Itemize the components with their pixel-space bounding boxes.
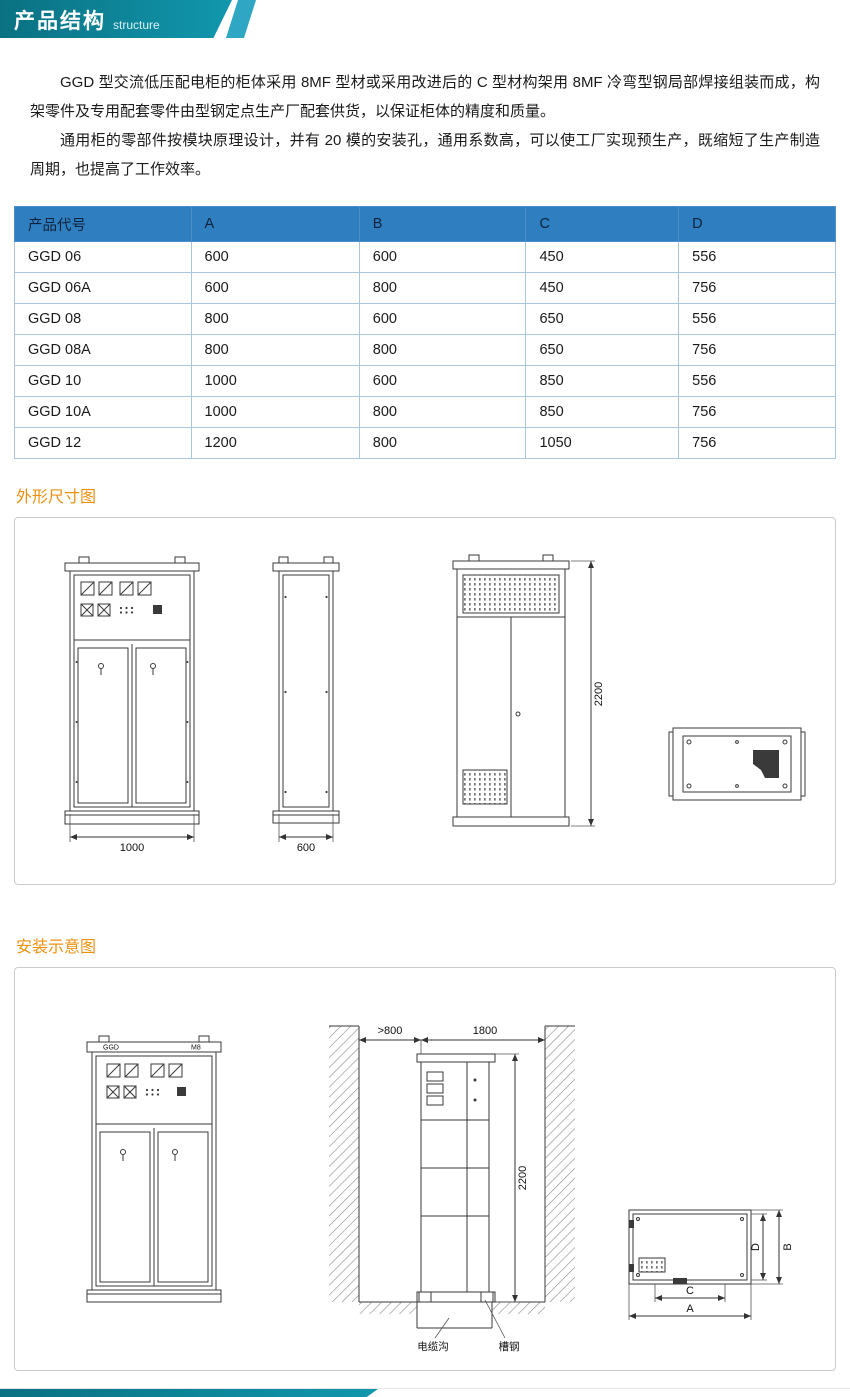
table-cell: GGD 08 (14, 303, 192, 335)
install-front-view-drawing: GGD M8 (86, 1035, 222, 1303)
table-cell: 1000 (190, 365, 360, 397)
outline-rear-view-drawing: 2200 (452, 554, 605, 827)
table-cell: 450 (525, 241, 680, 273)
table-cell: 556 (678, 365, 836, 397)
table-row: GGD 10A 1000 800 850 756 (14, 396, 836, 428)
dim-d: D (750, 1243, 762, 1251)
table-cell: 600 (190, 272, 360, 304)
table-cell: 850 (525, 396, 680, 428)
product-spec-table: 产品代号 A B C D GGD 06 600 600 450 556 GGD … (14, 206, 836, 459)
table-cell: 1050 (525, 427, 680, 459)
table-cell: 756 (678, 272, 836, 304)
dim-install-height: 2200 (517, 1166, 529, 1190)
table-cell: GGD 10 (14, 365, 192, 397)
table-cell: 600 (358, 365, 527, 397)
install-trench-side-view-drawing: >800 1800 2200 电缆沟 槽钢 (329, 1025, 575, 1353)
outline-top-view-drawing (668, 727, 806, 801)
table-row: GGD 06A 600 800 450 756 (14, 272, 836, 304)
label-cable-trench: 电缆沟 (417, 1340, 449, 1353)
col-header-a: A (190, 206, 360, 242)
table-cell: 756 (678, 427, 836, 459)
dim-c: C (686, 1285, 694, 1297)
table-cell: 1000 (190, 396, 360, 428)
table-header-row: 产品代号 A B C D (14, 206, 836, 242)
table-cell: 800 (358, 427, 527, 459)
table-row: GGD 12 1200 800 1050 756 (14, 427, 836, 459)
table-cell: 556 (678, 241, 836, 273)
intro-text: GGD 型交流低压配电柜的柜体采用 8MF 型材或采用改进后的 C 型材构架用 … (30, 68, 820, 184)
table-cell: 650 (525, 303, 680, 335)
col-header-c: C (525, 206, 680, 242)
dim-b: B (782, 1243, 794, 1250)
intro-paragraph-2: 通用柜的零部件按模块原理设计，并有 20 模的安装孔，通用系数高，可以使工厂实现… (30, 132, 820, 178)
table-cell: GGD 12 (14, 427, 192, 459)
page-subtitle: structure (113, 18, 160, 32)
outline-section-title: 外形尺寸图 (16, 489, 97, 506)
outline-drawing-box: 1000 600 (14, 517, 836, 885)
table-cell: 850 (525, 365, 680, 397)
install-top-view-drawing: C A D B (628, 1209, 794, 1320)
table-row: GGD 06 600 600 450 556 (14, 241, 836, 273)
footer-accent-bar (0, 1389, 378, 1397)
table-cell: 800 (190, 303, 360, 335)
table-cell: GGD 10A (14, 396, 192, 428)
table-row: GGD 10 1000 600 850 556 (14, 365, 836, 397)
table-cell: 650 (525, 334, 680, 366)
dim-a: A (686, 1303, 694, 1315)
table-cell: GGD 06A (14, 272, 192, 304)
table-cell: 756 (678, 396, 836, 428)
dim-front-width: 1000 (120, 842, 144, 854)
table-cell: 600 (358, 303, 527, 335)
table-cell: 600 (358, 241, 527, 273)
table-cell: 556 (678, 303, 836, 335)
dim-side-width: 600 (297, 842, 315, 854)
badge-m8: M8 (191, 1045, 201, 1052)
col-header-b: B (358, 206, 527, 242)
table-cell: 800 (358, 272, 527, 304)
table-cell: 1200 (190, 427, 360, 459)
outline-side-view-drawing: 600 (272, 556, 340, 854)
table-cell: 600 (190, 241, 360, 273)
intro-paragraph-1: GGD 型交流低压配电柜的柜体采用 8MF 型材或采用改进后的 C 型材构架用 … (30, 74, 820, 120)
page-title: 产品结构 (14, 9, 106, 33)
badge-ggd: GGD (103, 1045, 119, 1052)
page-header: 产品结构 structure (0, 0, 850, 38)
table-cell: 450 (525, 272, 680, 304)
table-row: GGD 08A 800 800 650 756 (14, 334, 836, 366)
outline-front-view-drawing: 1000 (64, 556, 200, 854)
table-row: GGD 08 800 600 650 556 (14, 303, 836, 335)
table-cell: 800 (358, 396, 527, 428)
table-cell: GGD 06 (14, 241, 192, 273)
footer-divider (0, 1388, 850, 1389)
header-accent-shape (226, 0, 256, 38)
table-cell: 800 (190, 334, 360, 366)
table-cell: 800 (358, 334, 527, 366)
label-channel-steel: 槽钢 (499, 1340, 520, 1353)
dim-rear-gap: >800 (378, 1025, 403, 1037)
install-drawing-box: GGD M8 (14, 967, 836, 1371)
header-band: 产品结构 structure (0, 0, 232, 38)
table-cell: GGD 08A (14, 334, 192, 366)
install-section-title: 安装示意图 (16, 939, 97, 956)
dim-front-aisle: 1800 (473, 1025, 497, 1037)
col-header-d: D (678, 206, 836, 242)
dim-cabinet-height: 2200 (593, 682, 605, 706)
col-header-code: 产品代号 (14, 206, 192, 242)
table-cell: 756 (678, 334, 836, 366)
